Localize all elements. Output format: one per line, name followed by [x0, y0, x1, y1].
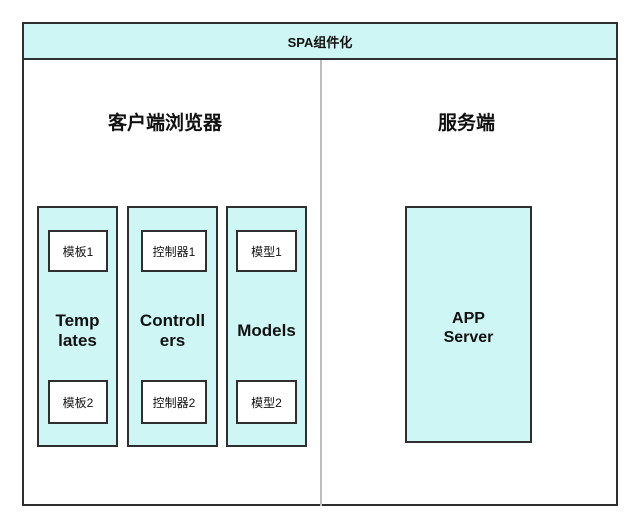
model-2-label: 模型2: [251, 395, 282, 410]
server-section-title: 服务端: [438, 113, 496, 134]
app-server-label-line-2: Server: [443, 329, 494, 346]
model-1-label: 模型1: [251, 244, 282, 259]
templates-column: 模板1 Temp lates 模板2: [37, 206, 118, 447]
models-column: 模型1 Models 模型2: [226, 206, 307, 447]
template-1-label: 模板1: [62, 244, 94, 259]
diagram-header: SPA组件化: [22, 22, 618, 60]
template-2-box: 模板2: [48, 380, 108, 424]
controllers-column: 控制器1 Controll ers 控制器2: [127, 206, 218, 447]
client-section-title: 客户端浏览器: [108, 113, 223, 134]
model-2-box: 模型2: [236, 380, 297, 424]
model-1-box: 模型1: [236, 230, 297, 272]
app-server-box: APP Server: [405, 206, 532, 443]
controller-1-label: 控制器1: [152, 244, 196, 259]
models-label: Models: [228, 321, 305, 341]
controllers-label: Controll ers: [129, 311, 216, 351]
templates-label-line-2: lates: [58, 331, 97, 350]
app-server-label: APP Server: [407, 309, 530, 347]
controllers-label-line-1: Controll: [139, 311, 206, 330]
controllers-label-line-2: ers: [159, 331, 186, 350]
app-server-label-line-1: APP: [452, 310, 485, 327]
templates-label: Temp lates: [39, 311, 116, 351]
controller-1-box: 控制器1: [141, 230, 207, 272]
template-2-label: 模板2: [62, 395, 94, 410]
controller-2-box: 控制器2: [141, 380, 207, 424]
section-divider: [320, 60, 322, 506]
models-label-line-1: Models: [237, 321, 296, 340]
header-title: SPA组件化: [287, 34, 353, 50]
template-1-box: 模板1: [48, 230, 108, 272]
templates-label-line-1: Temp: [55, 311, 100, 330]
controller-2-label: 控制器2: [152, 395, 196, 410]
